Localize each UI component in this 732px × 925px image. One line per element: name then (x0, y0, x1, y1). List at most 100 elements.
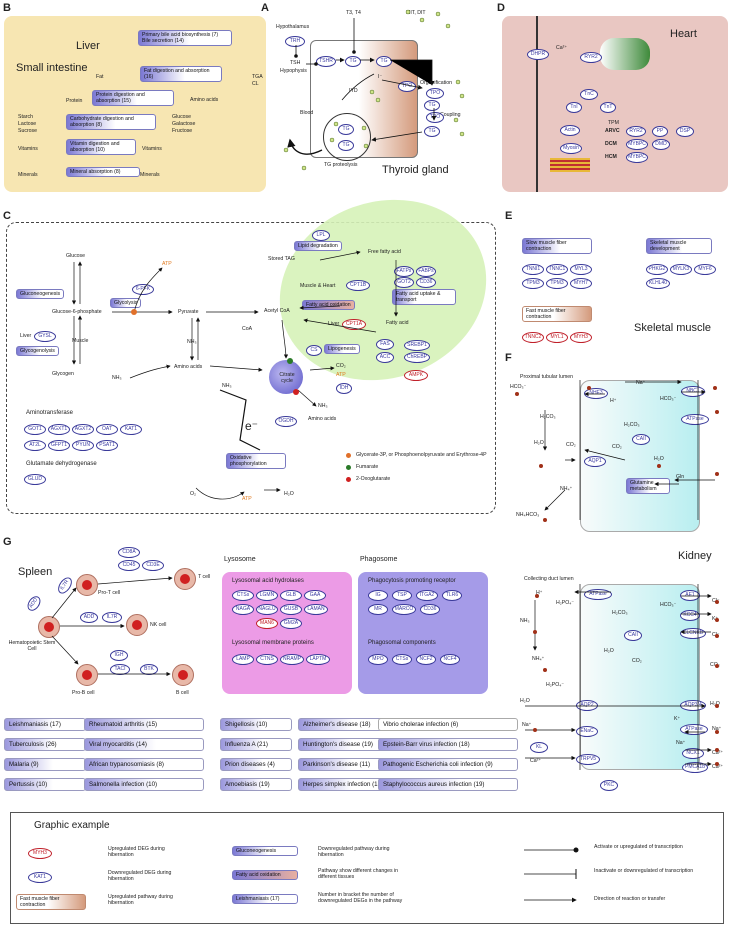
ncf2-gene: NCF2 (416, 654, 436, 665)
glycogenolysis-pathway: Glycogenolysis (16, 346, 59, 356)
mybpc-gene: MYBPC (626, 139, 648, 150)
panel-b-letter: B (3, 2, 11, 14)
iodide-label: I⁻ (378, 74, 383, 80)
legend-down-gene: KAT1 (28, 872, 52, 883)
marco-gene: MARCO (392, 604, 416, 615)
disease-item: Staphylococcus aureus infection (19) (378, 778, 518, 791)
proximal-lumen-label: Proximal tubular lumen (520, 374, 574, 380)
panel-f-letter: F (505, 352, 512, 364)
legend-activate-desc: Activate or upregulated of transcription (594, 844, 683, 850)
disease-item: Rheumatoid arthritis (15) (84, 718, 204, 731)
legend-arrow-symbols (524, 847, 579, 903)
disease-item: Pathogenic Escherichia coli infection (9… (378, 758, 518, 771)
na-f3: Na⁺ (522, 722, 532, 728)
ca-label: Ca²⁺ (556, 45, 568, 51)
coa-label: CoA (242, 326, 253, 332)
got2-gene: GOT2 (394, 277, 414, 288)
myh3-gene: MYH3 (570, 332, 592, 343)
pyruvate-label: Pyruvate (178, 309, 199, 315)
organification-label: Organification (420, 80, 453, 86)
tga-label: TGA (252, 74, 263, 80)
panel-c-letter: C (3, 210, 11, 222)
cd45-gene: CD45 (118, 560, 140, 571)
tg-gene-6: TG (338, 140, 354, 151)
ae1-gene: AE1 (680, 590, 700, 601)
cd36-g-gene: CD36 (420, 604, 440, 615)
il7r-gene-2: IL7R (102, 612, 122, 623)
sarcomere-stripes (550, 158, 590, 172)
ryr2-structure (600, 38, 650, 70)
ca-f2: Ca²⁺ (530, 758, 542, 764)
pro-b-label: Pro-B cell (72, 690, 95, 696)
h2o-f4: H₂O (520, 698, 530, 704)
acc-gene: ACC (376, 352, 394, 363)
add-gene-2: ADD (80, 612, 98, 623)
laptm-gene: LAPTM (306, 654, 330, 665)
legend-dot-red (346, 477, 351, 482)
fabp-gene: FABPs (416, 266, 436, 277)
ryr2-gene: RYR2 (580, 52, 602, 63)
hco3-f2: HCO₃⁻ (660, 396, 677, 402)
g6p-label: Glucose-6-phosphate (52, 309, 102, 315)
phagosome-title: Phagosome (360, 556, 398, 563)
legend-glycerate-label: Glycerate-3P, or Phosphoenolpyruvate and… (356, 452, 487, 458)
co2-label: CO₂ (336, 363, 346, 369)
disease-item: Herpes simplex infection (13) (298, 778, 388, 791)
tpo-gene-2: TPO (426, 88, 444, 99)
vitamins-label: Vitamins (18, 146, 38, 152)
kidney-title: Kidney (678, 550, 712, 562)
nh4hco3-label: NH₄HCO₃ (516, 512, 540, 518)
cl-label: CL (252, 81, 259, 87)
co2-f3: CO₂ (632, 658, 642, 664)
trpv5-gene: TRPV5 (576, 754, 600, 765)
trh-gene: TRH (285, 36, 305, 47)
sucrose-label: Sucrose (18, 128, 38, 134)
slow-muscle-pathway: Slow muscle fiber contraction (522, 238, 592, 254)
legend-down-desc: Downregulated DEG during hibernation (108, 870, 172, 882)
lamp-gene: LAMP (232, 654, 254, 665)
legend-dot-orange (346, 453, 351, 458)
srebp1-gene: SREBP1 (404, 340, 430, 351)
membrane-proteins-label: Lysosomal membrane proteins (232, 640, 314, 646)
b-cell (172, 664, 194, 686)
myf6-gene: MYF6 (694, 264, 716, 275)
free-fatty-acid-label: Free fatty acid (368, 249, 401, 255)
mr-gene: MR (368, 604, 388, 615)
hypophysis-label: Hypophysis (280, 68, 307, 74)
ig-gene: IG (368, 590, 388, 601)
panel-g-letter: G (3, 536, 12, 548)
enac-gene: ENaC (576, 726, 598, 737)
legend-direction-desc: Direction of reaction or transfer (594, 896, 666, 902)
naga-gene: NAGA (232, 604, 254, 615)
itga2-gene: ITGA2 (416, 590, 438, 601)
legend-inactivate-desc: Inactivate or downregulated of transcrip… (594, 868, 694, 874)
hsc-cell (38, 616, 60, 638)
legend-down-pathway-desc: Downregulated pathway during hibernation (318, 846, 390, 858)
lpl-gene: LPL (312, 230, 330, 241)
btk-gene: BTK (140, 664, 158, 675)
psat1-gene: PSAT1 (96, 440, 118, 451)
myosin-gene: Myosin (560, 143, 582, 154)
muscle-heart-label: Muscle & Heart (300, 283, 336, 289)
glutamine-pathway: Glutamine metabolism (626, 478, 670, 494)
b-cell-label: B cell (176, 690, 189, 696)
disease-item: Tuberculosis (26) (4, 738, 86, 751)
legend-up-desc: Upregulated DEG during hibernation (108, 846, 165, 858)
myh7-gene: MYH7 (570, 278, 592, 289)
klhl40-gene: KLHL40 (646, 278, 670, 289)
starch-label: Starch (18, 114, 33, 120)
gm2a-gene: GM2A (280, 618, 302, 629)
blood-label: Blood (300, 110, 314, 116)
igh-gene: IGH (110, 650, 128, 661)
carbohydrate-pathway: Carbohydrate digestion and absorption (8… (66, 114, 156, 130)
fatty-acid-uptake-label: Fatty acid uptake & transport (396, 291, 441, 303)
tg-gene-2: TG (376, 56, 392, 67)
h2o-c-label: H₂O (284, 491, 294, 497)
h-f2: H⁺ (536, 590, 543, 596)
taci-gene: TACI (110, 664, 130, 675)
tg-gene-5: TG (338, 124, 354, 135)
h2o-f2: H₂O (654, 456, 664, 462)
nh4-label: NH₄⁺ (560, 486, 573, 492)
t3t4-label: T3, T4 (346, 10, 361, 16)
mybpc-gene-2: MYBPC (626, 152, 648, 163)
